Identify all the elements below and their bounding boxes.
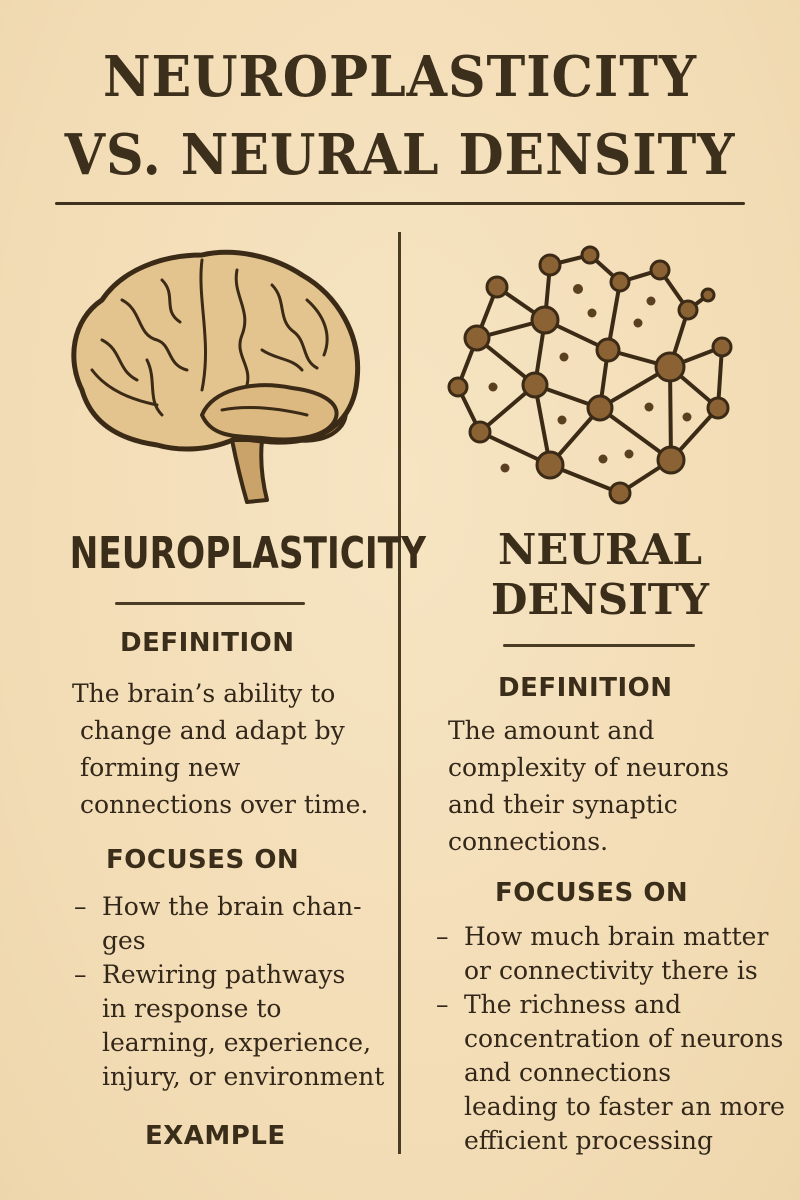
page-title-line-2: VS. NEURAL DENSITY xyxy=(64,122,736,188)
left-definition-text: The brain’s ability to change and adapt … xyxy=(72,679,369,819)
list-item: – Rewiring pathways in response to learn… xyxy=(74,960,385,1091)
left-focuses-heading: FOCUSES ON xyxy=(106,845,300,875)
right-column-title: NEURAL DENSITY xyxy=(490,525,710,624)
title-underline xyxy=(55,202,745,205)
left-title-underline xyxy=(115,602,305,605)
left-column-title: NEUROPLASTICITY xyxy=(69,528,426,579)
left-definition-heading: DEFINITION xyxy=(120,628,295,658)
neural-network-icon xyxy=(447,245,733,505)
left-example-heading: EXAMPLE xyxy=(145,1121,286,1151)
brain-icon xyxy=(71,249,361,504)
list-item: – The richness and concentration of neur… xyxy=(436,990,785,1155)
dash-bullet: – xyxy=(74,960,87,989)
dash-bullet: – xyxy=(436,922,449,951)
right-title-underline xyxy=(503,644,695,647)
dash-bullet: – xyxy=(74,892,87,921)
list-item: – How the brain chan- ges xyxy=(74,892,362,955)
right-definition-heading: DEFINITION xyxy=(498,673,673,703)
page-title-line-1: NEUROPLASTICITY xyxy=(103,44,697,110)
column-divider xyxy=(398,232,401,1154)
dash-bullet: – xyxy=(436,990,449,1019)
right-focuses-heading: FOCUSES ON xyxy=(495,878,689,908)
list-item: – How much brain matter or connectivity … xyxy=(436,922,769,985)
right-focuses-list: – How much brain matter or connectivity … xyxy=(436,920,785,1158)
left-focuses-list: – How the brain chan- ges – Rewiring pat… xyxy=(74,890,384,1094)
right-definition-text: The amount and complexity of neurons and… xyxy=(448,716,729,856)
